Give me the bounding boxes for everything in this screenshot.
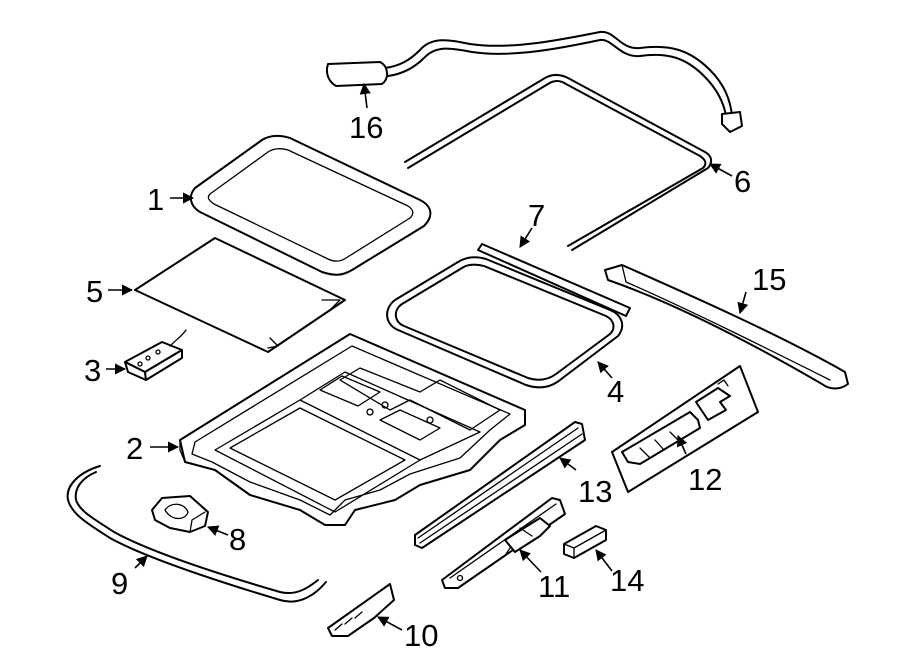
part-6-frame-seal [404, 74, 713, 251]
callout-5: 5 [86, 274, 103, 309]
part-2-frame-housing [179, 333, 526, 526]
callout-13: 13 [578, 474, 612, 509]
arrow-13 [559, 457, 577, 471]
part-13-drain-channel [414, 421, 586, 549]
part-8-bracket [151, 495, 209, 533]
arrow-16 [359, 82, 371, 109]
part-7-wind-deflector [477, 243, 631, 317]
callout-arrows [106, 82, 749, 631]
arrow-15 [737, 291, 749, 315]
arrow-11 [519, 549, 542, 573]
part-9-front-seal [66, 465, 327, 603]
callout-16: 16 [349, 110, 383, 145]
callout-14: 14 [610, 563, 644, 598]
callout-1: 1 [147, 182, 164, 217]
arrow-4 [597, 361, 613, 379]
arrow-9 [134, 555, 148, 569]
part-16-drain-hose [326, 30, 743, 133]
part-10-front-bracket [327, 583, 395, 637]
arrow-6 [709, 163, 733, 177]
part-4-glass-seal [386, 256, 624, 389]
callout-2: 2 [126, 431, 143, 466]
part-11-track [441, 497, 566, 589]
callout-6: 6 [734, 164, 751, 199]
callout-9: 9 [111, 566, 128, 601]
arrow-8 [206, 525, 229, 536]
part-1-glass-panel [189, 134, 432, 276]
callout-8: 8 [229, 522, 246, 557]
arrow-10 [377, 616, 403, 631]
part-3-motor [124, 329, 187, 381]
part-5-sunshade [134, 237, 346, 353]
callout-12: 12 [688, 462, 722, 497]
callout-labels: 16 6 1 7 5 15 3 4 2 12 13 8 9 11 14 10 [84, 110, 786, 653]
arrow-12 [676, 434, 688, 455]
callout-7: 7 [528, 198, 545, 233]
arrow-7 [519, 227, 533, 248]
callout-3: 3 [84, 353, 101, 388]
part-15-trim-rail [604, 264, 849, 390]
part-12-guide-assembly [611, 365, 759, 493]
callout-15: 15 [752, 262, 786, 297]
callout-11: 11 [538, 569, 570, 604]
part-14-stop-pad [563, 525, 607, 559]
callout-10: 10 [404, 618, 438, 653]
callout-4: 4 [607, 374, 624, 409]
arrow-14 [595, 549, 613, 572]
